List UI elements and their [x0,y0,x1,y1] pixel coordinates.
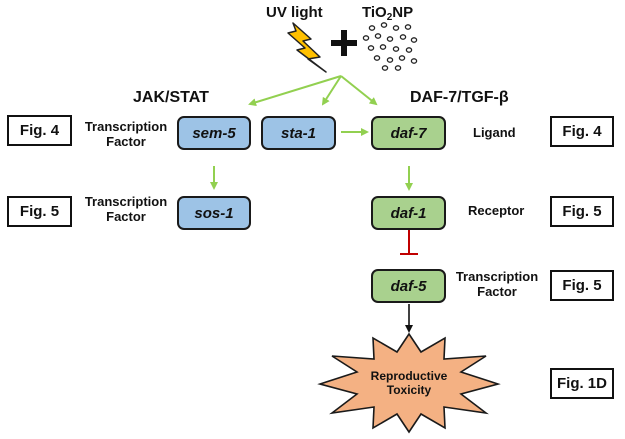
arrow-to-tgf [340,75,378,106]
gene-daf-5: daf-5 [371,269,446,303]
fig-ref-sos1: Fig. 5 [7,196,72,227]
jak-stat-title: JAK/STAT [133,89,209,106]
outcome-starburst-icon [317,332,501,434]
uv-light-label: UV light [266,4,323,21]
gene-sem-5: sem-5 [177,116,251,150]
particles-icon [362,22,418,71]
daf1-role-label: Receptor [468,203,525,218]
nanoparticle-label: TiO2NP [362,4,414,23]
tgf-beta-title: DAF-7/TGF-β [410,89,509,106]
gene-sos-1: sos-1 [177,196,251,230]
fig-ref-outcome: Fig. 1D [550,368,614,399]
gene-daf-1: daf-1 [371,196,446,230]
arrow-to-jakstat [248,75,342,107]
gene-daf-7: daf-7 [371,116,446,150]
arrow-to-sta1 [321,75,342,106]
fig-ref-daf1: Fig. 5 [550,196,614,227]
fig-ref-daf7: Fig. 4 [550,116,614,147]
fig-ref-daf5: Fig. 5 [550,270,614,301]
inhibition-daf1-daf5 [400,229,418,255]
fig-ref-sem5: Fig. 4 [7,115,72,146]
lightning-bolt-icon [287,22,327,73]
daf7-role-label: Ligand [473,125,516,140]
plus-icon [331,30,357,56]
gene-sta-1: sta-1 [261,116,336,150]
